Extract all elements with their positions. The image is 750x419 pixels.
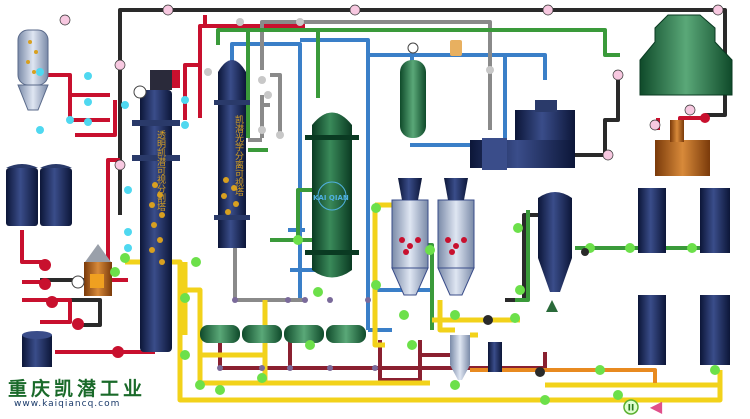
- rewind-button[interactable]: ◀: [650, 397, 663, 416]
- silo-right: [40, 164, 72, 226]
- condenser-column: KAI QIAN: [305, 112, 359, 278]
- silo-left: [6, 164, 38, 226]
- pipe-yellow: [125, 202, 723, 403]
- company-website[interactable]: www.kaiqiancq.com: [14, 399, 121, 409]
- pump-red: [39, 259, 124, 358]
- product-tank-4: [700, 295, 730, 365]
- separator-2: [437, 178, 475, 296]
- pipe-red-hopper: [48, 73, 120, 262]
- column-1-label: 透明凯潜可视分割塔: [155, 130, 166, 212]
- pipe-red-left: [20, 230, 128, 324]
- distillation-column-1: 透明凯潜可视分割塔: [132, 70, 180, 352]
- distillation-column-2: 凯潜光学分离可视塔: [214, 60, 250, 248]
- pipe-grey: [233, 20, 492, 302]
- heater-tank: [655, 113, 710, 176]
- filter-vessel: [450, 335, 502, 380]
- pipe-black-top: [118, 8, 727, 215]
- dust-silo: [538, 192, 572, 312]
- separator-1: [391, 178, 429, 296]
- valve-small: [450, 40, 462, 56]
- pause-button-label: II: [628, 404, 635, 414]
- pipe-green-top: [216, 28, 620, 152]
- pipe-black-cooler: [570, 75, 620, 157]
- receiver-tank: [400, 42, 426, 138]
- watermark-text: KAI QIAN: [313, 194, 349, 202]
- burner-unit: [71, 244, 112, 296]
- product-tank-1: [638, 188, 666, 253]
- vacuum-pump-unit: [470, 100, 575, 170]
- hopper: [17, 29, 49, 111]
- storage-drum: [22, 331, 52, 367]
- rewind-button-label: ◀: [650, 397, 663, 416]
- product-tank-3: [638, 295, 666, 365]
- pipe-red-loop: [218, 340, 547, 382]
- pause-button[interactable]: II: [623, 399, 639, 415]
- company-name: 重庆凯潜工业: [8, 378, 147, 400]
- column-2-label: 凯潜光学分离可视塔: [233, 114, 244, 197]
- cooling-tower: [639, 14, 733, 96]
- condenser-row: [200, 325, 366, 343]
- product-tank-2: [700, 188, 730, 253]
